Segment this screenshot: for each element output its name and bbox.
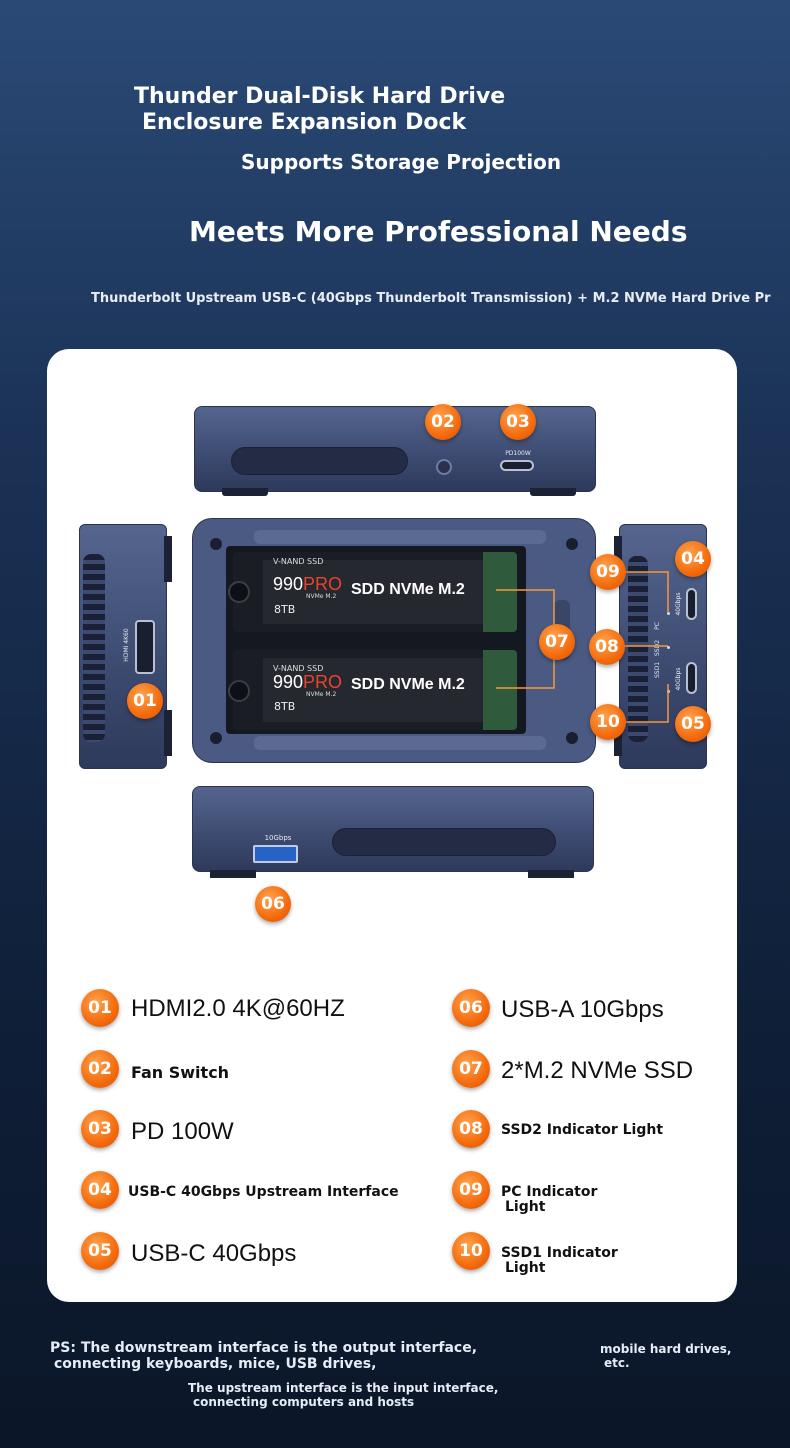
- badge-06: 06: [255, 886, 291, 922]
- legend-badge-03: 03: [81, 1110, 119, 1148]
- ssd-model-pro: PRO: [303, 574, 343, 594]
- ssd-label: [263, 658, 483, 722]
- vent-grille: [332, 828, 556, 856]
- ssd-screw: [228, 581, 250, 603]
- device-foot: [528, 870, 574, 878]
- ssd-product-label: SDD NVMe M.2: [351, 581, 465, 598]
- badge-02: 02: [425, 404, 461, 440]
- hdmi-port: [135, 620, 155, 674]
- ssd-card-lower: [233, 650, 517, 730]
- usb-a-port-label: 10Gbps: [264, 834, 292, 842]
- badge-05: 05: [675, 706, 711, 742]
- title-line-2: Enclosure Expansion Dock: [142, 110, 467, 135]
- legend-label-03: PD 100W: [131, 1118, 234, 1145]
- legend-label-09-line1: PC Indicator: [501, 1184, 598, 1200]
- legend-label-10-line2: Light: [505, 1260, 546, 1276]
- ssd-brand: V-NAND SSD: [273, 557, 324, 566]
- ssd-sub: NVMe M.2: [306, 691, 337, 698]
- bay-rail-top: [254, 530, 546, 544]
- subtitle: Supports Storage Projection: [241, 150, 562, 174]
- ssd-model-number: 990: [273, 574, 304, 594]
- device-foot: [222, 488, 268, 496]
- ssd-pcb: [483, 650, 517, 730]
- footnote-line-3b: etc.: [604, 1356, 630, 1370]
- device-foot: [210, 870, 256, 878]
- legend-label-08: SSD2 Indicator Light: [501, 1122, 664, 1138]
- legend-label-09-line2: Light: [505, 1199, 546, 1215]
- legend-badge-02: 02: [81, 1050, 119, 1088]
- vent-grille: [83, 554, 105, 742]
- vent-grille: [231, 447, 408, 475]
- usb-c-pd-port: [500, 460, 534, 471]
- device-foot: [530, 488, 576, 496]
- ssd-brand: V-NAND SSD: [273, 664, 324, 673]
- legend-badge-09: 09: [452, 1171, 490, 1209]
- tagline: Thunderbolt Upstream USB-C (40Gbps Thund…: [91, 291, 771, 306]
- badge-03: 03: [500, 404, 536, 440]
- usb-a-port: [253, 845, 298, 863]
- legend-badge-01: 01: [81, 989, 119, 1027]
- legend-label-06: USB-A 10Gbps: [501, 996, 664, 1023]
- device-foot: [164, 710, 172, 756]
- badge-01: 01: [127, 683, 163, 719]
- screw: [210, 538, 222, 550]
- ssd-product-label: SDD NVMe M.2: [351, 676, 465, 693]
- legend-label-07: 2*M.2 NVMe SSD: [501, 1057, 694, 1084]
- legend-label-10-line1: SSD1 Indicator: [501, 1245, 618, 1261]
- footnote-line-1: PS: The downstream interface is the outp…: [50, 1340, 478, 1356]
- ssd-model-pro: PRO: [303, 672, 343, 692]
- usb-c-upstream-label: 40Gbps: [675, 592, 682, 616]
- ssd-capacity: 8TB: [274, 603, 296, 616]
- vent-grille: [628, 556, 648, 742]
- footnote-line-5: connecting computers and hosts: [193, 1395, 415, 1409]
- badge-08: 08: [589, 629, 625, 665]
- screw: [210, 732, 222, 744]
- bay-rail-bottom: [254, 736, 546, 750]
- hdmi-port-label: HDMI 4K60: [123, 628, 130, 662]
- pd-port-label: PD100W: [505, 450, 531, 457]
- usb-c-downstream-label: 40Gbps: [675, 667, 682, 691]
- fan-switch-button: [436, 459, 452, 475]
- ssd-pcb: [483, 552, 517, 632]
- legend-badge-04: 04: [81, 1171, 119, 1209]
- device-foot: [164, 536, 172, 582]
- screw: [566, 538, 578, 550]
- usb-c-downstream-port: [686, 662, 697, 694]
- screw: [566, 732, 578, 744]
- usb-c-upstream-port: [686, 588, 697, 620]
- ssd-sub: NVMe M.2: [306, 593, 337, 600]
- led-dot: [667, 612, 670, 615]
- legend-badge-07: 07: [452, 1050, 490, 1088]
- footnote-line-2: connecting keyboards, mice, USB drives,: [54, 1356, 377, 1372]
- ssd-label: [263, 560, 483, 624]
- badge-04: 04: [675, 541, 711, 577]
- title-line-1: Thunder Dual-Disk Hard Drive: [134, 84, 506, 109]
- ssd-capacity: 8TB: [274, 700, 296, 713]
- badge-10: 10: [590, 704, 626, 740]
- ssd-card-upper: [233, 552, 517, 632]
- legend-badge-05: 05: [81, 1232, 119, 1270]
- legend-badge-08: 08: [452, 1110, 490, 1148]
- ssd-model-number: 990: [273, 672, 304, 692]
- footnote-line-3a: mobile hard drives,: [600, 1342, 732, 1356]
- ssd-screw: [228, 680, 250, 702]
- headline: Meets More Professional Needs: [189, 215, 688, 248]
- badge-09: 09: [590, 554, 626, 590]
- led-dot: [667, 646, 670, 649]
- legend-label-02: Fan Switch: [131, 1063, 230, 1082]
- legend-badge-10: 10: [452, 1232, 490, 1270]
- badge-07: 07: [539, 624, 575, 660]
- legend-label-01: HDMI2.0 4K@60HZ: [131, 995, 345, 1022]
- footnote-line-4: The upstream interface is the input inte…: [188, 1381, 499, 1395]
- legend-label-04: USB-C 40Gbps Upstream Interface: [128, 1184, 399, 1200]
- legend-label-05: USB-C 40Gbps: [131, 1240, 297, 1267]
- legend-badge-06: 06: [452, 989, 490, 1027]
- led-callout-lines: [624, 571, 669, 723]
